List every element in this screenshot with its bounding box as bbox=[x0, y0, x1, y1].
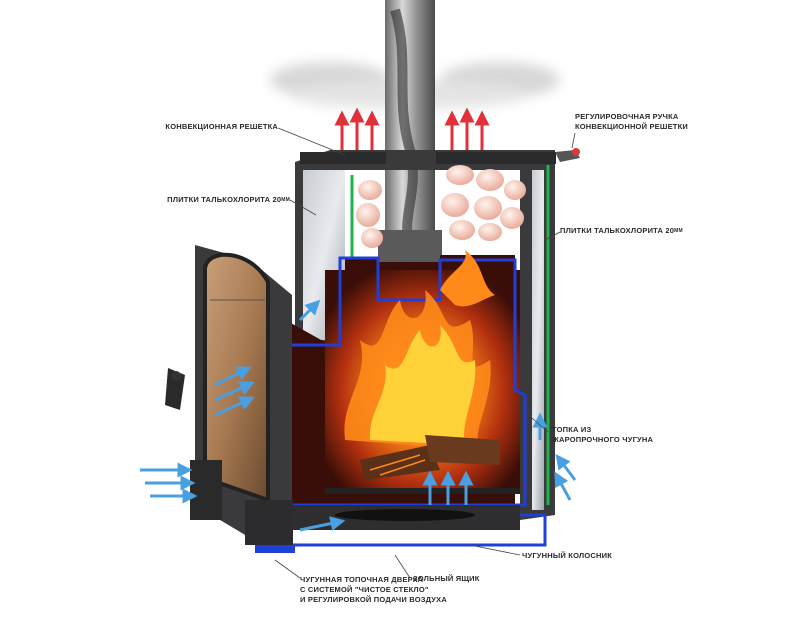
label-talc-tiles-left-unit: ММ bbox=[281, 197, 290, 203]
label-firebox-line2: ЖАРОПРОЧНОГО ЧУГУНА bbox=[552, 435, 654, 444]
cast-iron-door bbox=[165, 245, 295, 553]
label-adjust-handle-line1: РЕГУЛИРОВОЧНАЯ РУЧКА bbox=[575, 112, 679, 121]
fire-flames bbox=[344, 250, 495, 450]
talc-tile-right bbox=[532, 170, 544, 510]
label-grate: ЧУГУННЫЙ КОЛОСНИК bbox=[522, 551, 613, 560]
label-firebox-line1: ТОПКА ИЗ bbox=[552, 425, 592, 434]
label-firebox: ТОПКА ИЗ ЖАРОПРОЧНОГО ЧУГУНА bbox=[552, 425, 752, 445]
grate bbox=[325, 488, 520, 494]
ash-box bbox=[290, 505, 520, 530]
chimney-pipe bbox=[378, 0, 442, 262]
label-door: ЧУГУННАЯ ТОПОЧНАЯ ДВЕРКА С СИСТЕМОЙ "ЧИС… bbox=[300, 575, 500, 605]
label-door-line2: С СИСТЕМОЙ "ЧИСТОЕ СТЕКЛО" bbox=[300, 585, 429, 594]
label-talc-tiles-left: ПЛИТКИ ТАЛЬКОХЛОРИТА 20ММ bbox=[130, 195, 290, 205]
label-talc-tiles-right-text: ПЛИТКИ ТАЛЬКОХЛОРИТА 20 bbox=[560, 226, 675, 235]
label-convection-grille: КОНВЕКЦИОННАЯ РЕШЕТКА bbox=[165, 122, 278, 131]
cold-air-arrows bbox=[140, 299, 577, 532]
convection-grille bbox=[300, 152, 386, 164]
label-talc-tiles-right: ПЛИТКИ ТАЛЬКОХЛОРИТА 20ММ bbox=[560, 226, 760, 236]
label-door-line3: И РЕГУЛИРОВКОЙ ПОДАЧИ ВОЗДУХА bbox=[300, 595, 447, 604]
label-adjust-handle: РЕГУЛИРОВОЧНАЯ РУЧКА КОНВЕКЦИОННОЙ РЕШЕТ… bbox=[575, 112, 775, 132]
label-talc-tiles-left-text: ПЛИТКИ ТАЛЬКОХЛОРИТА 20 bbox=[167, 195, 282, 204]
label-ash-box: ЗОЛЬНЫЙ ЯЩИК bbox=[413, 574, 480, 583]
leader-lines bbox=[274, 127, 576, 579]
heat-stones bbox=[356, 165, 526, 248]
hot-air-arrows bbox=[334, 107, 490, 150]
firewood-logs bbox=[360, 435, 500, 480]
label-adjust-handle-line2: КОНВЕКЦИОННОЙ РЕШЕТКИ bbox=[575, 122, 688, 131]
label-talc-tiles-right-unit: ММ bbox=[674, 228, 683, 234]
label-door-line1: ЧУГУННАЯ ТОПОЧНАЯ ДВЕРКА bbox=[300, 575, 424, 584]
